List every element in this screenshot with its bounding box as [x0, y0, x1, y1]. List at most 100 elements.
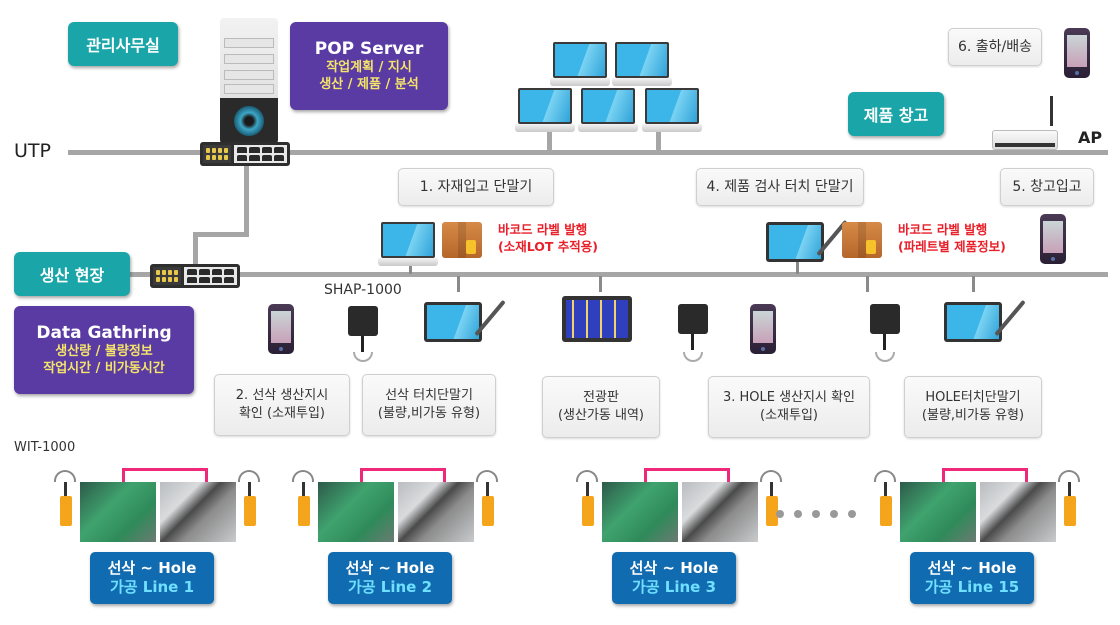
production-line-label: 선삭 ~ Hole 가공 Line 3 [612, 552, 736, 604]
shipping-box: 6. 출하/배송 [948, 28, 1042, 66]
lathe-machine-photo [318, 482, 394, 542]
shipping-phone-icon [1064, 28, 1090, 78]
lathe-machine-photo [80, 482, 156, 542]
hole-touch-line1: HOLE터치단말기 [925, 390, 1021, 406]
wireless-signal-icon [238, 470, 260, 482]
wireless-signal-icon [875, 352, 895, 362]
hole-instruction-box: 3. HOLE 생산지시 확인 (소재투입) [708, 376, 870, 438]
utp-switch-icon [200, 142, 290, 166]
production-line-title: 선삭 ~ Hole [345, 559, 435, 578]
lathe-phone-icon [268, 304, 294, 354]
data-gathering-line1: 생산량 / 불량정보 [55, 344, 153, 360]
production-network-line [128, 272, 1108, 277]
wireless-signal-icon [1058, 470, 1080, 482]
more-lines-ellipsis [776, 510, 856, 518]
product-inspection-text: 4. 제품 검사 터치 단말기 [706, 178, 854, 195]
laptop-drop-2 [656, 128, 661, 152]
wit-sensor-icon [1064, 496, 1076, 526]
utp-backbone-line [68, 150, 1108, 155]
production-switch-icon [150, 264, 240, 288]
laptop-drop-1 [547, 128, 552, 152]
shap-sensor-icon [870, 304, 900, 350]
wireless-signal-icon [476, 470, 498, 482]
production-line-title: 선삭 ~ Hole [107, 559, 197, 578]
ap-label: AP [1078, 128, 1103, 147]
wit-antenna [586, 482, 589, 498]
line-link-bracket [644, 468, 730, 482]
wit-sensor-icon [60, 496, 72, 526]
drop-display [599, 276, 602, 292]
utp-label: UTP [14, 140, 51, 162]
lathe-touch-line1: 선삭 터치단말기 [385, 388, 473, 404]
lathe-touch-box: 선삭 터치단말기 (불량,비가동 유형) [362, 374, 496, 436]
warehouse-label: 제품 창고 [848, 92, 944, 136]
pop-server-line1: 작업계획 / 지시 [326, 60, 412, 76]
line-link-bracket [122, 468, 208, 482]
display-board-icon [562, 296, 632, 342]
drop-box-1 [457, 276, 460, 292]
lathe-instruction-line2: 확인 (소재투입) [238, 406, 326, 421]
display-board-line1: 전광판 [583, 390, 619, 406]
laptop-icon [642, 88, 702, 134]
pop-server-title: POP Server [314, 39, 424, 60]
display-board-box: 전광판 (생산가동 내역) [542, 376, 660, 438]
warehouse-receiving-text: 5. 창고입고 [1012, 178, 1082, 195]
production-line-label: 선삭 ~ Hole 가공 Line 15 [910, 552, 1034, 604]
shipping-text: 6. 출하/배송 [957, 38, 1033, 55]
barcode-label-material: 바코드 라벨 발행 (소재LOT 추적용) [498, 222, 598, 256]
drop-hole-touch [972, 276, 975, 292]
lathe-instruction-box: 2. 선삭 생산지시 확인 (소재투입) [214, 374, 350, 436]
wit-label: WIT-1000 [14, 440, 76, 455]
hole-touch-line2: (불량,비가동 유형) [921, 408, 1025, 423]
switch-link-horizontal [194, 232, 249, 237]
warehouse-receiving-box: 5. 창고입고 [1000, 168, 1094, 206]
wit-antenna [1068, 482, 1071, 498]
wireless-signal-icon [576, 470, 598, 482]
wireless-signal-icon [353, 352, 373, 362]
wit-sensor-icon [766, 496, 778, 526]
lathe-tablet-icon [424, 299, 506, 342]
drop-tablet-top [796, 256, 799, 274]
hole-instruction-line1: 3. HOLE 생산지시 확인 [722, 390, 856, 406]
production-line-title: 선삭 ~ Hole [629, 559, 719, 578]
shap-sensor-icon [678, 304, 708, 350]
laptop-icon [612, 42, 672, 88]
barcode-material-line2: (소재LOT 추적용) [498, 238, 598, 254]
wit-antenna [64, 482, 67, 498]
barcode-pallet-line2: (파레트별 제품정보) [898, 238, 1006, 254]
hole-touch-box: HOLE터치단말기 (불량,비가동 유형) [904, 376, 1042, 438]
hole-machine-photo [682, 482, 758, 542]
product-inspection-box: 4. 제품 검사 터치 단말기 [696, 168, 864, 206]
data-gathering-title: Data Gathring [36, 323, 172, 344]
line-link-bracket [942, 468, 1028, 482]
lathe-touch-line2: (불량,비가동 유형) [377, 406, 481, 421]
hole-phone-icon [750, 304, 776, 354]
wit-sensor-icon [582, 496, 594, 526]
wit-sensor-icon [244, 496, 256, 526]
data-gathering-box: Data Gathring 생산량 / 불량정보 작업시간 / 비가동시간 [14, 306, 194, 394]
ap-antenna [1050, 96, 1053, 126]
lathe-instruction-line1: 2. 선삭 생산지시 [235, 388, 329, 404]
production-floor-label-text: 생산 현장 [39, 266, 105, 285]
barcode-pallet-line1: 바코드 라벨 발행 [898, 222, 988, 237]
wireless-signal-icon [874, 470, 896, 482]
production-line-number: 가공 Line 15 [924, 578, 1020, 596]
pop-server-icon [220, 18, 278, 144]
shap-sensor-icon [348, 306, 378, 352]
lathe-machine-photo [900, 482, 976, 542]
display-board-line2: (생산가동 내역) [557, 408, 645, 423]
inspection-tablet-icon [766, 219, 848, 262]
drop-pallet-box [866, 276, 869, 292]
pop-server-box: POP Server 작업계획 / 지시 생산 / 제품 / 분석 [290, 22, 448, 110]
wit-sensor-icon [880, 496, 892, 526]
lathe-machine-photo [602, 482, 678, 542]
switch-link-vertical-2 [193, 232, 198, 268]
warehouse-label-text: 제품 창고 [863, 106, 929, 125]
production-line-label: 선삭 ~ Hole 가공 Line 1 [90, 552, 214, 604]
wit-antenna [486, 482, 489, 498]
laptop-icon [578, 88, 638, 134]
material-receiving-text: 1. 자재입고 단말기 [419, 178, 533, 195]
production-line-number: 가공 Line 2 [347, 578, 433, 596]
production-line-label: 선삭 ~ Hole 가공 Line 2 [328, 552, 452, 604]
pallet-box-icon [842, 222, 882, 258]
